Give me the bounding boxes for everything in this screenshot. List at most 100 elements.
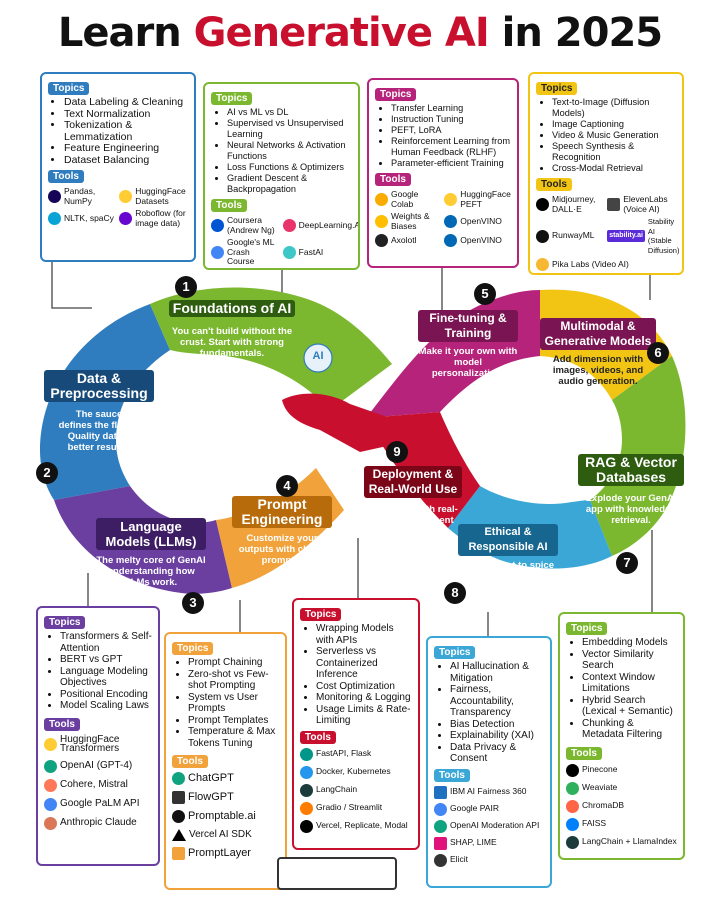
list-item: Neural Networks & Activation Functions bbox=[227, 140, 352, 162]
tool-item: FAISS bbox=[566, 817, 677, 831]
pinecone-icon bbox=[566, 763, 579, 777]
tool-item: Google PaLM API bbox=[44, 797, 152, 811]
tool-item: Google's ML Crash Course bbox=[211, 237, 279, 267]
tool-item: DeepLearning.AI bbox=[282, 216, 358, 235]
tool-item: NLTK, spaCy bbox=[48, 209, 115, 228]
step-number-5: 5 bbox=[474, 283, 496, 305]
huggingface-icon bbox=[44, 737, 57, 751]
tool-item: Midjourney, DALL·E bbox=[536, 194, 603, 214]
promptlayer-icon bbox=[172, 847, 185, 860]
segment-deploy: Deployment & Real-World Use Wrap it all … bbox=[364, 466, 462, 537]
list-item: Data Privacy & Consent bbox=[450, 742, 544, 765]
tool-item: OpenAI Moderation API bbox=[434, 819, 544, 833]
list-item: Model Scaling Laws bbox=[60, 700, 152, 712]
pika-icon bbox=[536, 258, 549, 271]
tool-item: RunwayML bbox=[536, 217, 603, 255]
tool-item: OpenVINO bbox=[444, 212, 509, 231]
elicit-icon bbox=[434, 853, 447, 867]
faiss-icon bbox=[566, 817, 579, 831]
tools-label: Tools bbox=[375, 173, 411, 186]
tool-item: FastAPI, Flask bbox=[300, 747, 412, 761]
tools-label: Tools bbox=[44, 717, 80, 731]
tool-item: Vercel, Replicate, Modal bbox=[300, 819, 412, 833]
fastapi-icon bbox=[300, 747, 313, 761]
list-item: Temperature & Max Tokens Tuning bbox=[188, 726, 279, 749]
axolotl-icon bbox=[375, 234, 388, 247]
tool-item: OpenVINO bbox=[444, 234, 509, 247]
tools-label: Tools bbox=[566, 746, 602, 760]
tools-label: Tools bbox=[536, 178, 572, 191]
tool-item: LangChain + LlamaIndex bbox=[566, 835, 677, 849]
chromadb-icon bbox=[566, 799, 579, 813]
tool-item: Pika Labs (Video AI) bbox=[536, 258, 676, 271]
tools-label: Tools bbox=[172, 755, 208, 768]
huggingface-icon bbox=[444, 193, 458, 206]
tool-item: FlowGPT bbox=[172, 791, 279, 804]
list-item: Cross-Modal Retrieval bbox=[552, 163, 676, 174]
step-number-9: 9 bbox=[386, 441, 408, 463]
list-item: AI Hallucination & Mitigation bbox=[450, 661, 544, 684]
list-item: Prompt Chaining bbox=[188, 657, 279, 669]
connector-data bbox=[51, 262, 92, 309]
gradio-icon bbox=[300, 801, 313, 815]
tool-item: SHAP, LIME bbox=[434, 836, 544, 850]
tool-item: LangChain bbox=[300, 783, 412, 797]
list-item: Serverless vs Containerized Inference bbox=[316, 646, 412, 681]
card-finetuning: Topics Transfer Learning Instruction Tun… bbox=[367, 78, 519, 268]
segment-llms: Language Models (LLMs) The melty core of… bbox=[96, 518, 206, 588]
runwayml-icon bbox=[536, 229, 549, 243]
pandas-icon bbox=[48, 190, 61, 203]
list-item: Reinforcement Learning from Human Feedba… bbox=[391, 136, 511, 158]
segment-data: Data & Preprocessing The sauce defines t… bbox=[44, 370, 154, 453]
list-item: Explainability (XAI) bbox=[450, 730, 544, 742]
list-item: AI vs ML vs DL bbox=[227, 107, 352, 118]
topics-label: Topics bbox=[300, 608, 342, 621]
topics-label: Topics bbox=[434, 646, 476, 659]
topics-label: Topics bbox=[536, 82, 578, 95]
card-multimodal: Topics Text-to-Image (Diffusion Models) … bbox=[528, 72, 684, 275]
list-item: Context Window Limitations bbox=[582, 672, 677, 695]
tool-item: Docker, Kubernetes bbox=[300, 765, 412, 779]
tools-label: Tools bbox=[211, 199, 247, 212]
tool-item: Gradio / Streamlit bbox=[300, 801, 412, 815]
step-number-1: 1 bbox=[175, 276, 197, 298]
colab-icon bbox=[375, 193, 388, 206]
topics-label: Topics bbox=[44, 616, 86, 629]
tool-item: Vercel AI SDK bbox=[172, 829, 279, 841]
tools-label: Tools bbox=[48, 170, 84, 183]
card-ethical: Topics AI Hallucination & Mitigation Fai… bbox=[426, 636, 552, 888]
list-item: Fairness, Accountability, Transparency bbox=[450, 684, 544, 719]
card-foundations: Topics AI vs ML vs DL Supervised vs Unsu… bbox=[203, 82, 360, 270]
tool-item: Google PAIR bbox=[434, 802, 544, 816]
tool-item: FastAI bbox=[282, 238, 351, 267]
step-number-4: 4 bbox=[276, 475, 298, 497]
card-rag: Topics Embedding Models Vector Similarit… bbox=[558, 612, 685, 860]
tool-item: OpenAI (GPT-4) bbox=[44, 759, 152, 773]
center-badge-circle bbox=[303, 343, 333, 373]
list-item: Wrapping Models with APIs bbox=[316, 623, 412, 646]
list-item: Embedding Models bbox=[582, 637, 677, 649]
list-item: PEFT, LoRA bbox=[391, 125, 511, 136]
list-item: Monitoring & Logging bbox=[316, 692, 412, 704]
list-item: Transfer Learning bbox=[391, 103, 511, 114]
list-item: Data Labeling & Cleaning bbox=[64, 96, 188, 109]
segment-foundations-shape bbox=[150, 287, 392, 410]
langchain-icon bbox=[300, 783, 313, 797]
tool-item: ElevenLabs (Voice AI) bbox=[607, 194, 674, 214]
segment-foundations: Foundations of AI You can't build withou… bbox=[168, 300, 296, 359]
tool-item: ChromaDB bbox=[566, 799, 677, 813]
langchain-icon bbox=[566, 835, 579, 849]
list-item: Zero-shot vs Few-shot Prompting bbox=[188, 669, 279, 692]
coursera-icon bbox=[211, 219, 224, 232]
flowgpt-icon bbox=[172, 791, 185, 804]
list-item: Cost Optimization bbox=[316, 681, 412, 693]
list-item: Positional Encoding bbox=[60, 689, 152, 701]
google-icon bbox=[44, 797, 57, 811]
tool-item: Pandas, NumPy bbox=[48, 186, 115, 206]
fastai-icon bbox=[282, 245, 296, 259]
promptable-icon bbox=[172, 810, 185, 823]
list-item: Image Captioning bbox=[552, 119, 676, 130]
list-item: Video & Music Generation bbox=[552, 130, 676, 141]
tool-item: Coursera (Andrew Ng) bbox=[211, 215, 279, 235]
tool-item: Promptable.ai bbox=[172, 810, 279, 823]
